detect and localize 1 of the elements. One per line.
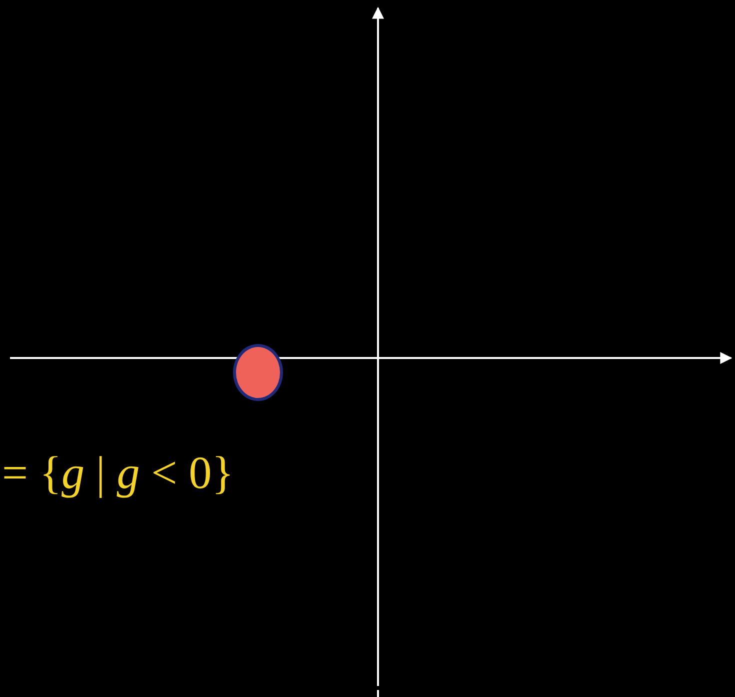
- set-formula: = {g | g < 0}: [2, 450, 234, 496]
